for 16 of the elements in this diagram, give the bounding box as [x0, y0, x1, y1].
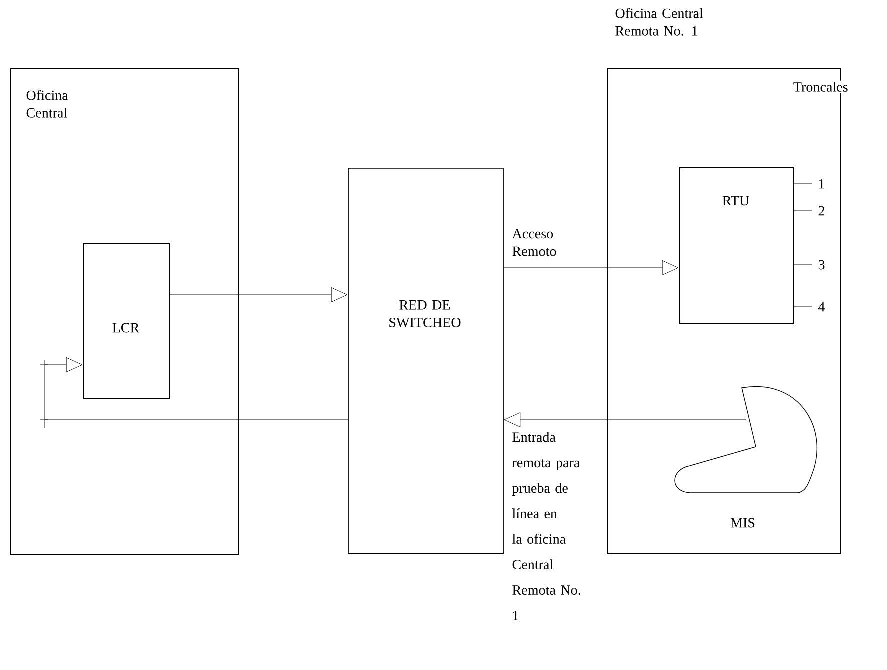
- process-box: LCR: [83, 243, 170, 400]
- arrow: [504, 412, 746, 428]
- node-caption: MIS: [730, 518, 755, 528]
- trunk-number: 4: [818, 302, 826, 312]
- edge-label: Entrada remota para prueba de línea en la oficina Central Remota No. 1: [512, 432, 580, 620]
- process-box: RTU: [679, 167, 794, 324]
- trunk-number: 2: [818, 206, 824, 216]
- trunk-number: 3: [818, 260, 825, 270]
- arrow: [44, 358, 348, 420]
- arrow: [504, 260, 679, 276]
- trunk-number: 1: [819, 179, 824, 189]
- arrow: [170, 288, 348, 302]
- switching-box: RED DE SWITCHEO: [348, 168, 504, 554]
- edge-label: Acceso Remoto: [512, 229, 556, 256]
- trunk-heading: Troncales: [792, 80, 850, 94]
- node-label: Oficina Central Remota No. 1: [616, 8, 704, 36]
